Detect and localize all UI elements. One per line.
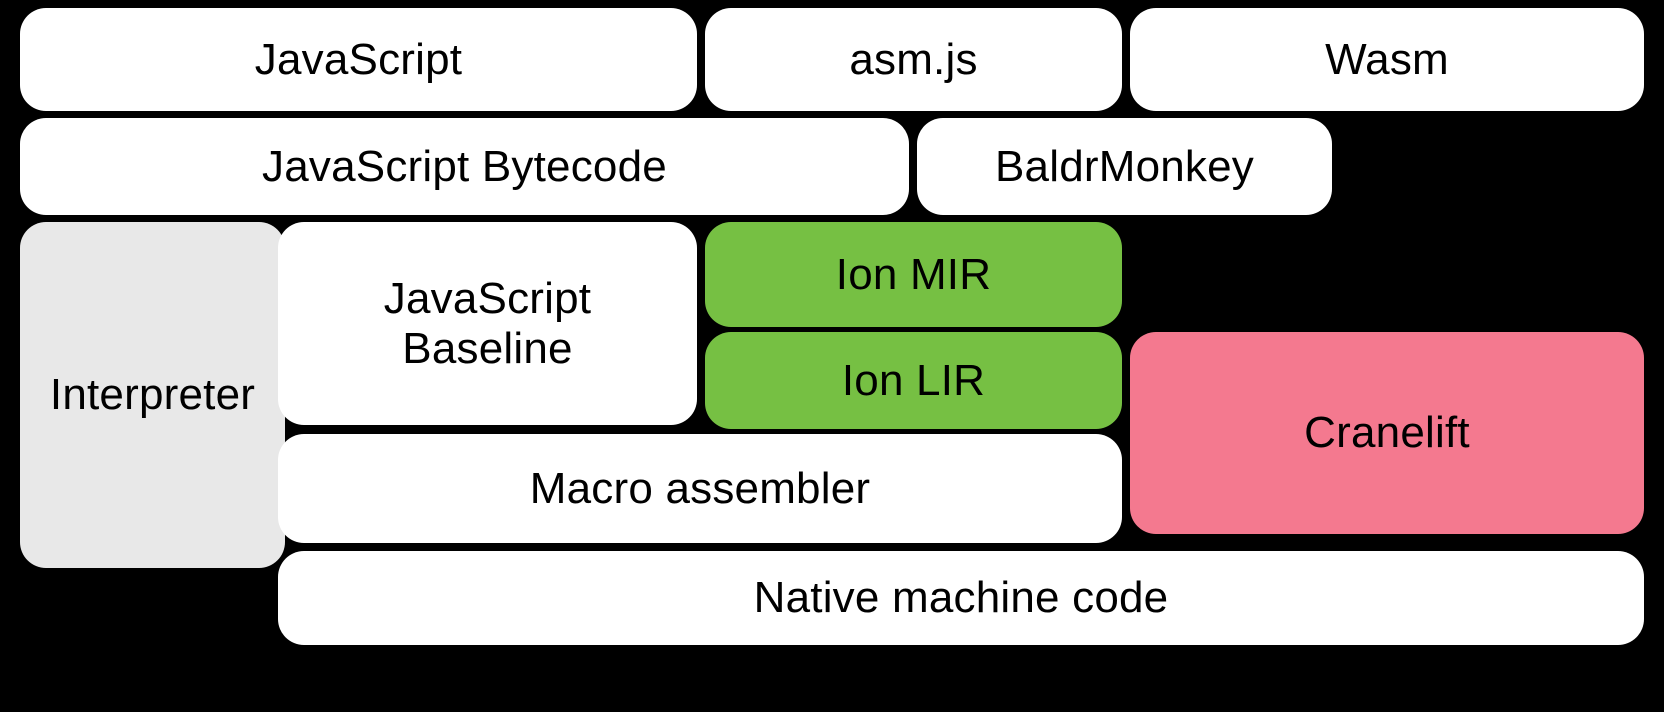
node-native-machine-code: Native machine code [278, 551, 1644, 645]
node-javascript-bytecode: JavaScript Bytecode [20, 118, 909, 215]
node-baldrmonkey: BaldrMonkey [917, 118, 1332, 215]
node-ion-mir: Ion MIR [705, 222, 1122, 327]
node-ion-lir: Ion LIR [705, 332, 1122, 429]
node-label-interpreter: Interpreter [49, 370, 256, 420]
node-label-ion-lir: Ion LIR [841, 355, 986, 405]
node-label-cranelift: Cranelift [1304, 408, 1470, 458]
node-label-asm-js: asm.js [849, 34, 978, 84]
node-label-javascript: JavaScript [254, 34, 463, 84]
node-label-ion-mir: Ion MIR [835, 249, 992, 299]
node-interpreter: Interpreter [20, 222, 285, 568]
node-label-macro-assembler: Macro assembler [529, 463, 871, 513]
node-label-javascript-bytecode: JavaScript Bytecode [262, 141, 667, 191]
node-cranelift: Cranelift [1130, 332, 1644, 534]
node-label-wasm: Wasm [1325, 34, 1449, 84]
node-label-baldrmonkey: BaldrMonkey [995, 141, 1254, 191]
node-asm-js: asm.js [705, 8, 1122, 111]
node-javascript: JavaScript [20, 8, 697, 111]
node-macro-assembler: Macro assembler [278, 434, 1122, 543]
node-label-native-machine-code: Native machine code [753, 573, 1169, 623]
node-javascript-baseline: JavaScript Baseline [278, 222, 697, 425]
node-wasm: Wasm [1130, 8, 1644, 111]
node-label-javascript-baseline: JavaScript Baseline [383, 274, 592, 373]
